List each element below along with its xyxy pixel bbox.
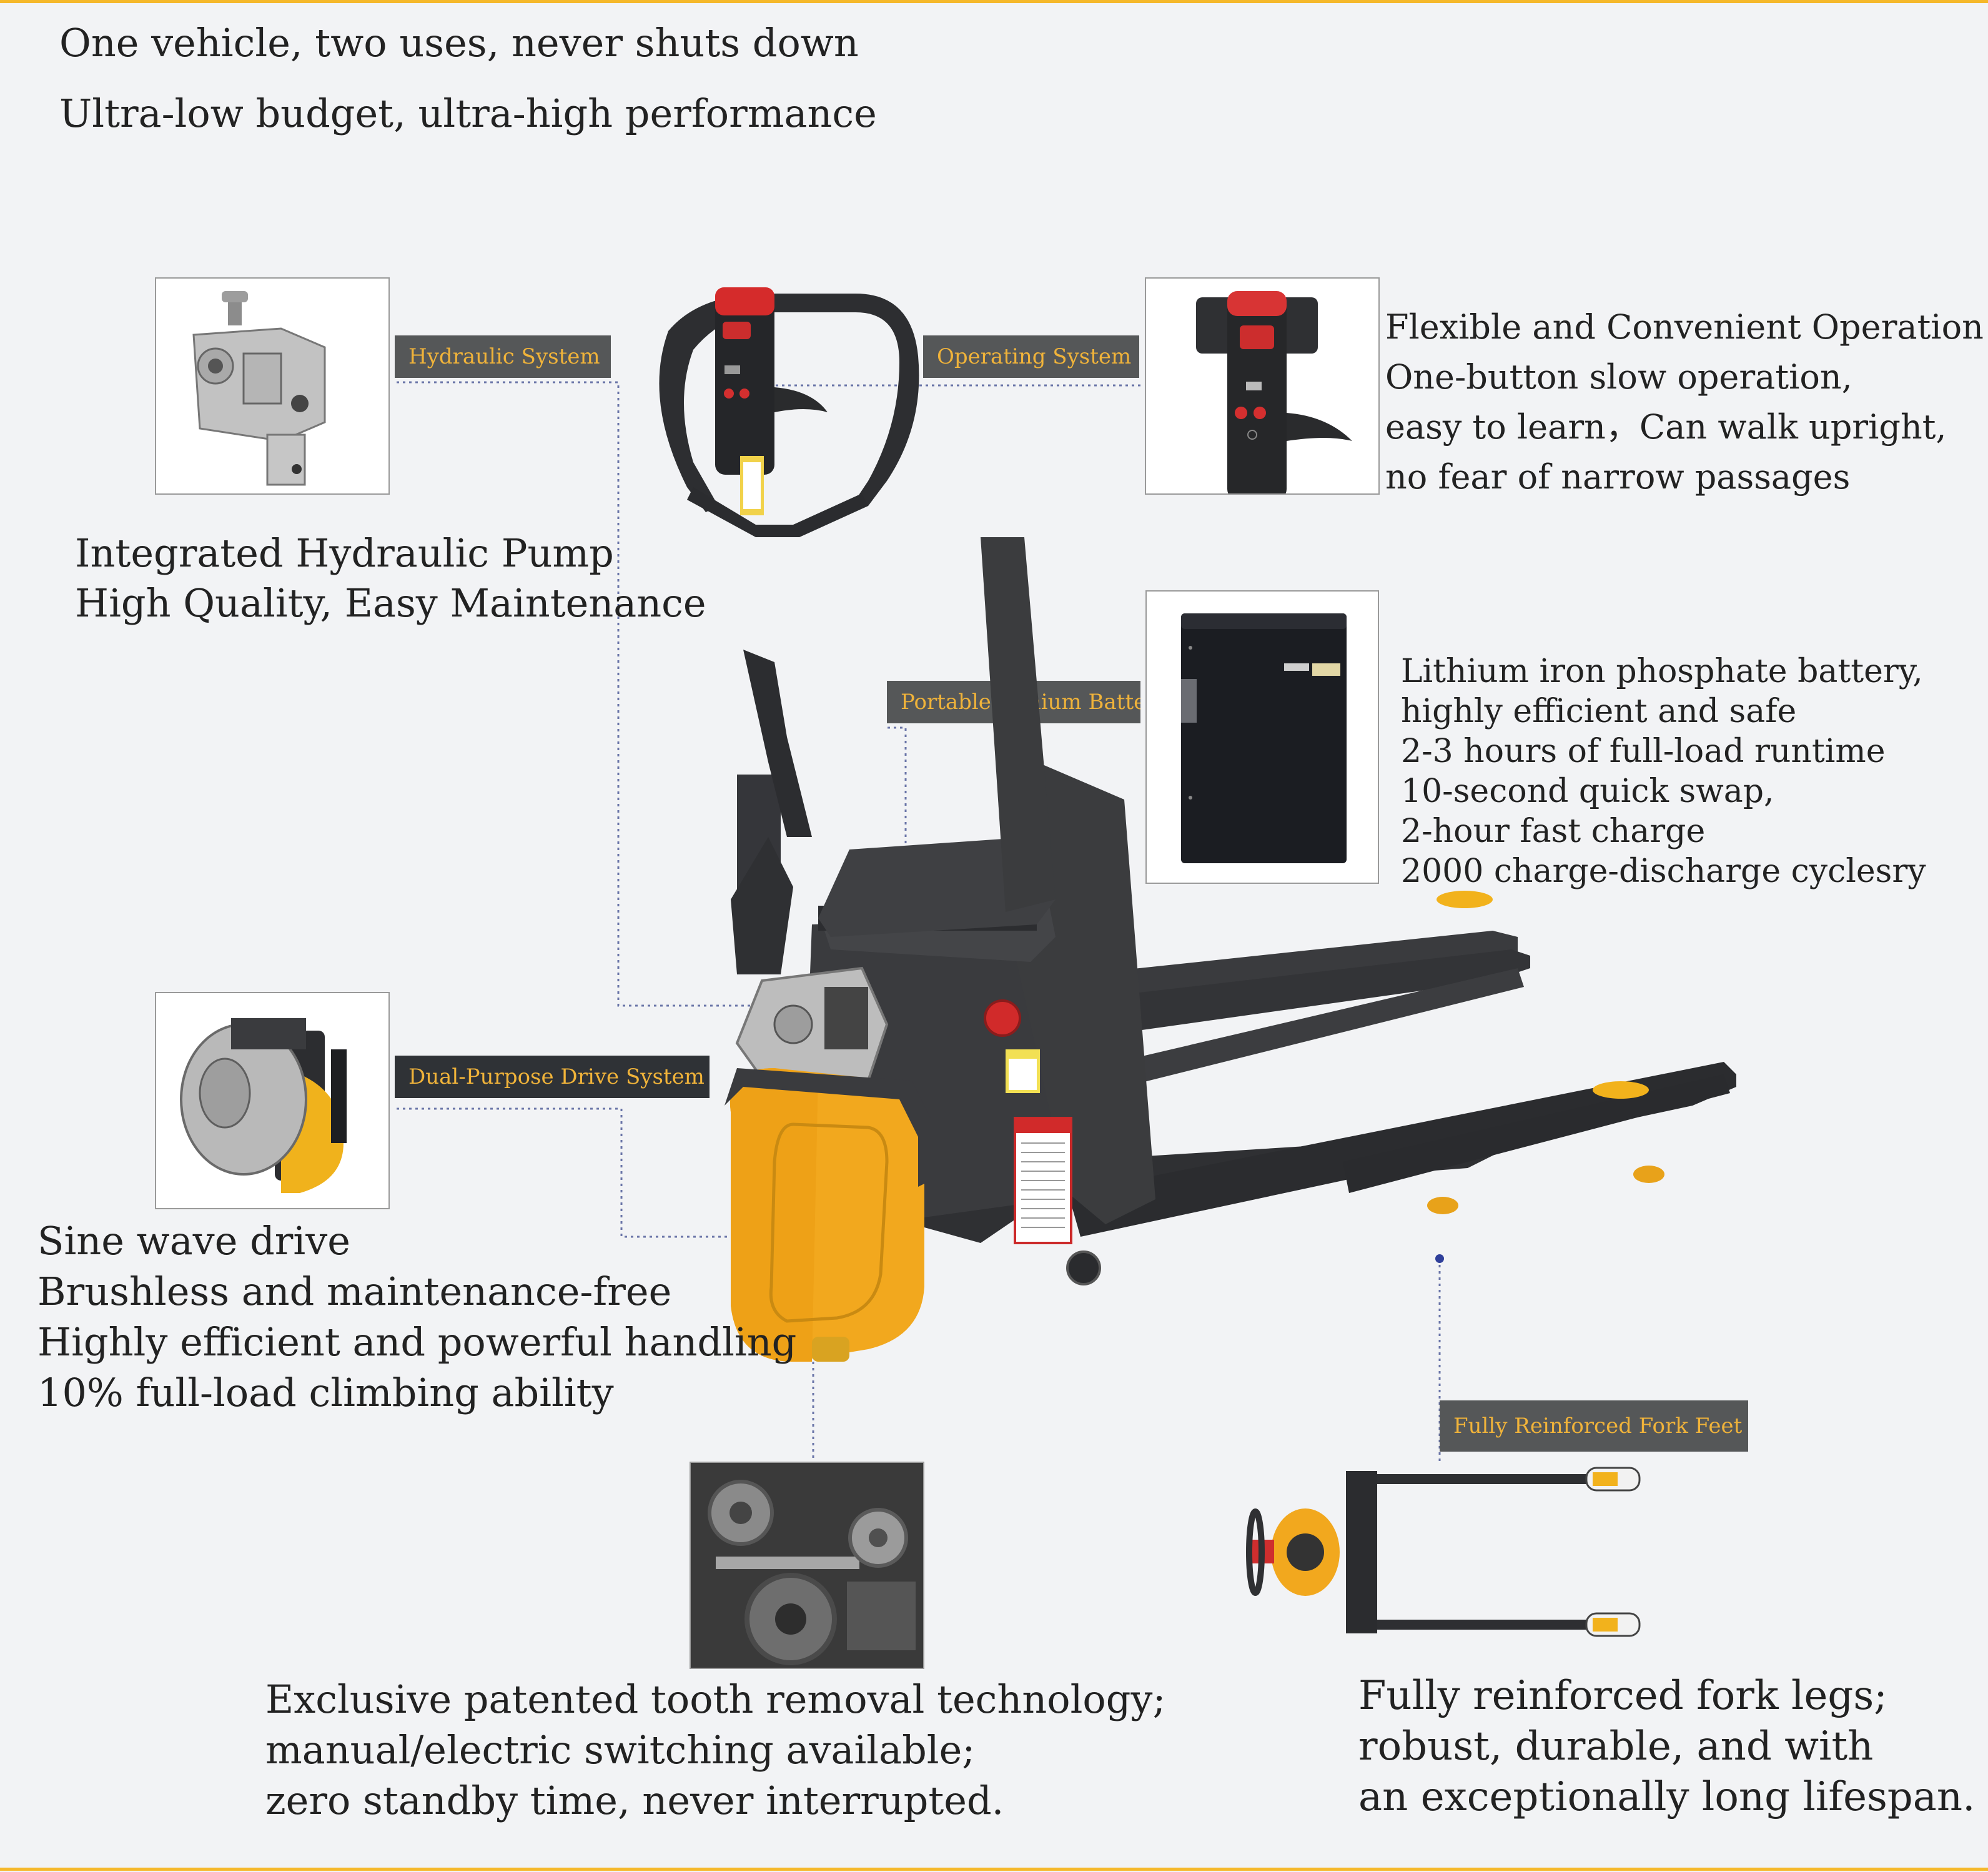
drive-line: Brushless and maintenance-free — [37, 1269, 672, 1314]
fork-line: Fully reinforced fork legs; — [1358, 1673, 1887, 1719]
operating-line: Flexible and Convenient Operation — [1385, 307, 1984, 347]
operating-line: no fear of narrow passages — [1385, 457, 1851, 497]
top-accent-line — [0, 0, 1988, 3]
electric-pallet-truck-illustration — [659, 287, 1736, 1362]
drive-line: Sine wave drive — [37, 1218, 350, 1264]
drive-motor-photo — [155, 992, 390, 1209]
battery-line: Lithium iron phosphate battery, — [1401, 653, 1923, 690]
header-line-1: One vehicle, two uses, never shuts down — [59, 20, 859, 66]
drive-line: Highly efficient and powerful handling — [37, 1319, 797, 1365]
label-hydraulic-system: Hydraulic System — [395, 335, 611, 378]
hydraulic-pump-photo — [155, 277, 390, 495]
battery-line: 2-hour fast charge — [1401, 813, 1706, 850]
hydraulic-line: High Quality, Easy Maintenance — [75, 580, 706, 626]
battery-line: 2-3 hours of full-load runtime — [1401, 733, 1886, 770]
drive-description: Sine wave drive Brushless and maintenanc… — [37, 1216, 796, 1418]
hydraulic-line: Integrated Hydraulic Pump — [75, 530, 614, 576]
drive-line: 10% full-load climbing ability — [37, 1370, 614, 1415]
gear-line: Exclusive patented tooth removal technol… — [265, 1676, 1166, 1722]
battery-line: 10-second quick swap, — [1401, 773, 1774, 810]
gear-mechanism-photo — [690, 1462, 924, 1669]
fork-line: an exceptionally long lifespan. — [1358, 1774, 1976, 1820]
hydraulic-description: Integrated Hydraulic Pump High Quality, … — [75, 528, 706, 628]
gear-line: zero standby time, never interrupted. — [265, 1778, 1004, 1823]
bottom-accent-line — [0, 1868, 1988, 1871]
fork-line: robust, durable, and with — [1358, 1723, 1874, 1770]
operating-line: One-button slow operation, — [1385, 357, 1852, 397]
operating-line: easy to learn，Can walk upright, — [1385, 407, 1947, 447]
label-operating-system: Operating System — [923, 335, 1139, 378]
battery-line: 2000 charge-discharge cyclesry — [1401, 853, 1926, 890]
gear-line: manual/electric switching available; — [265, 1727, 976, 1773]
battery-line: highly efficient and safe — [1401, 693, 1797, 730]
fork-top-view-illustration — [1246, 1467, 1641, 1637]
label-fork-feet: Fully Reinforced Fork Feet — [1440, 1400, 1748, 1452]
operating-description: Flexible and Convenient Operation One-bu… — [1385, 302, 1984, 502]
battery-description: Lithium iron phosphate battery, highly e… — [1401, 651, 1926, 891]
battery-photo — [1145, 590, 1379, 884]
fork-description: Fully reinforced fork legs; robust, dura… — [1358, 1671, 1975, 1823]
operating-handle-photo — [1145, 277, 1380, 495]
label-drive-system: Dual-Purpose Drive System — [395, 1056, 710, 1098]
header-line-2: Ultra-low budget, ultra-high performance — [59, 91, 877, 136]
gear-description: Exclusive patented tooth removal technol… — [265, 1674, 1165, 1826]
